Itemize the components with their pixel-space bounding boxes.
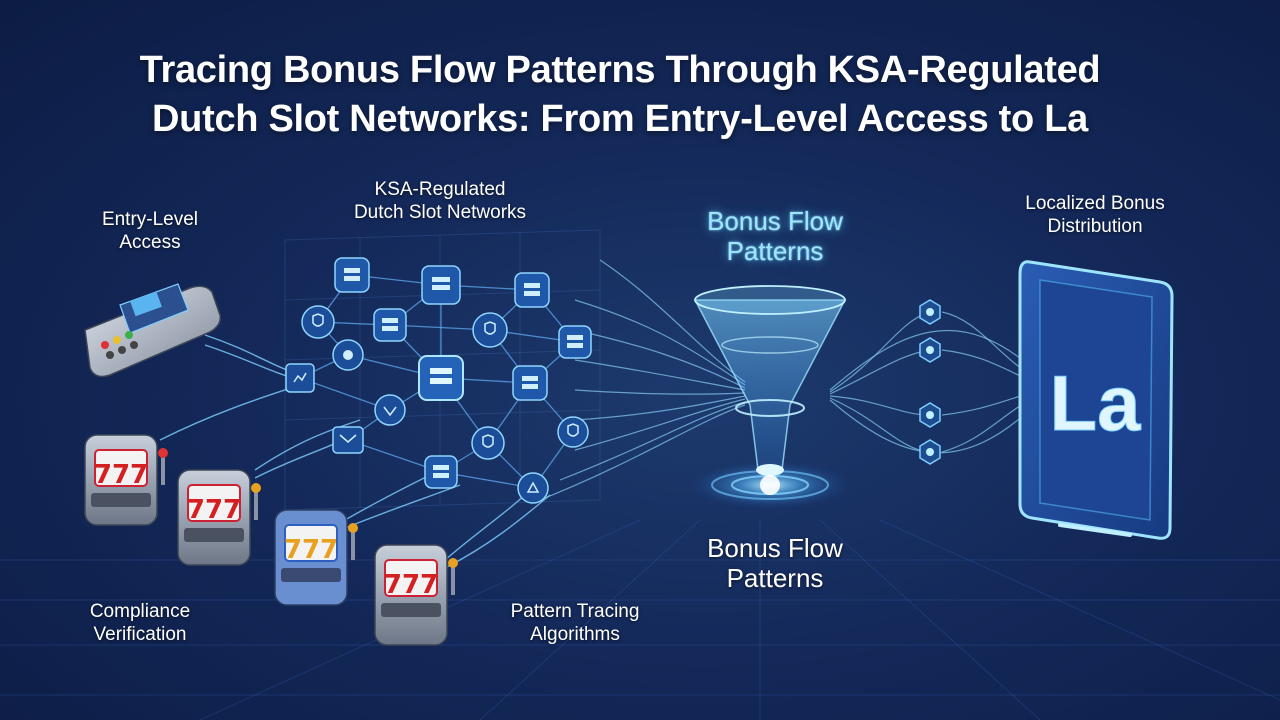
label-compliance-line2: Verification bbox=[93, 624, 187, 645]
label-compliance: Compliance Verification bbox=[60, 600, 220, 646]
label-bonus-flow-top-line2: Patterns bbox=[726, 236, 824, 266]
title-line-2: Dutch Slot Networks: From Entry-Level Ac… bbox=[152, 98, 1088, 140]
slot-machine-3 bbox=[274, 509, 358, 606]
funnel-graphic bbox=[690, 285, 850, 509]
slot-reels-1: 777 bbox=[94, 460, 148, 490]
label-networks-line2: Dutch Slot Networks bbox=[353, 202, 527, 223]
hub-node bbox=[332, 339, 364, 371]
label-bonus-flow-bottom: Bonus Flow Patterns bbox=[680, 533, 870, 593]
label-compliance-line1: Compliance bbox=[89, 601, 191, 622]
server-node bbox=[418, 355, 464, 401]
label-bonus-flow-bottom-line2: Patterns bbox=[726, 563, 824, 593]
label-entry-access-line1: Entry-Level bbox=[101, 209, 199, 230]
network-to-funnel-lines bbox=[539, 259, 746, 501]
slot-machine-2 bbox=[177, 469, 261, 566]
title-line-1: Tracing Bonus Flow Patterns Through KSA-… bbox=[139, 49, 1101, 91]
slot-machine-1 bbox=[84, 434, 168, 526]
shield-node bbox=[471, 426, 505, 460]
network-nodes bbox=[285, 257, 592, 504]
label-entry-access-line2: Access bbox=[119, 232, 181, 253]
server-node bbox=[421, 265, 461, 305]
hub-node bbox=[517, 472, 549, 504]
shield-node bbox=[301, 305, 335, 339]
funnel-to-device-lines bbox=[829, 311, 1041, 454]
label-bonus-flow-top-line1: Bonus Flow bbox=[707, 206, 843, 236]
label-pattern-tracing: Pattern Tracing Algorithms bbox=[485, 600, 665, 646]
distribution-device bbox=[1018, 260, 1174, 540]
label-networks-line1: KSA-Regulated bbox=[374, 179, 506, 200]
shield-node bbox=[557, 416, 589, 448]
server-node bbox=[514, 272, 550, 308]
label-bonus-flow-bottom-line1: Bonus Flow bbox=[707, 533, 843, 563]
label-bonus-flow-top: Bonus Flow Patterns bbox=[680, 206, 870, 266]
server-node bbox=[558, 325, 592, 359]
label-localized-line2: Distribution bbox=[1047, 216, 1143, 237]
shield-node bbox=[472, 312, 508, 348]
router-nodes bbox=[919, 299, 941, 465]
server-node bbox=[424, 455, 458, 489]
hub-node bbox=[285, 363, 315, 393]
label-localized-line1: Localized Bonus bbox=[1025, 193, 1165, 214]
device-screen-text: La bbox=[1049, 359, 1141, 447]
server-node bbox=[373, 308, 407, 342]
payment-terminal bbox=[84, 283, 222, 378]
slot-reels-4: 777 bbox=[384, 570, 438, 600]
slot-machine-4 bbox=[374, 544, 458, 646]
label-entry-access: Entry-Level Access bbox=[80, 208, 220, 254]
label-localized: Localized Bonus Distribution bbox=[1005, 192, 1185, 238]
slot-reels-3: 777 bbox=[284, 535, 338, 565]
server-node bbox=[512, 365, 548, 401]
page-title: Tracing Bonus Flow Patterns Through KSA-… bbox=[0, 46, 1240, 144]
label-pattern-tracing-line2: Algorithms bbox=[530, 624, 620, 645]
label-pattern-tracing-line1: Pattern Tracing bbox=[510, 601, 640, 622]
hub-node bbox=[374, 394, 406, 426]
label-networks: KSA-Regulated Dutch Slot Networks bbox=[320, 178, 560, 224]
hub-node bbox=[332, 426, 364, 454]
server-node bbox=[334, 257, 370, 293]
slot-reels-2: 777 bbox=[187, 495, 241, 525]
